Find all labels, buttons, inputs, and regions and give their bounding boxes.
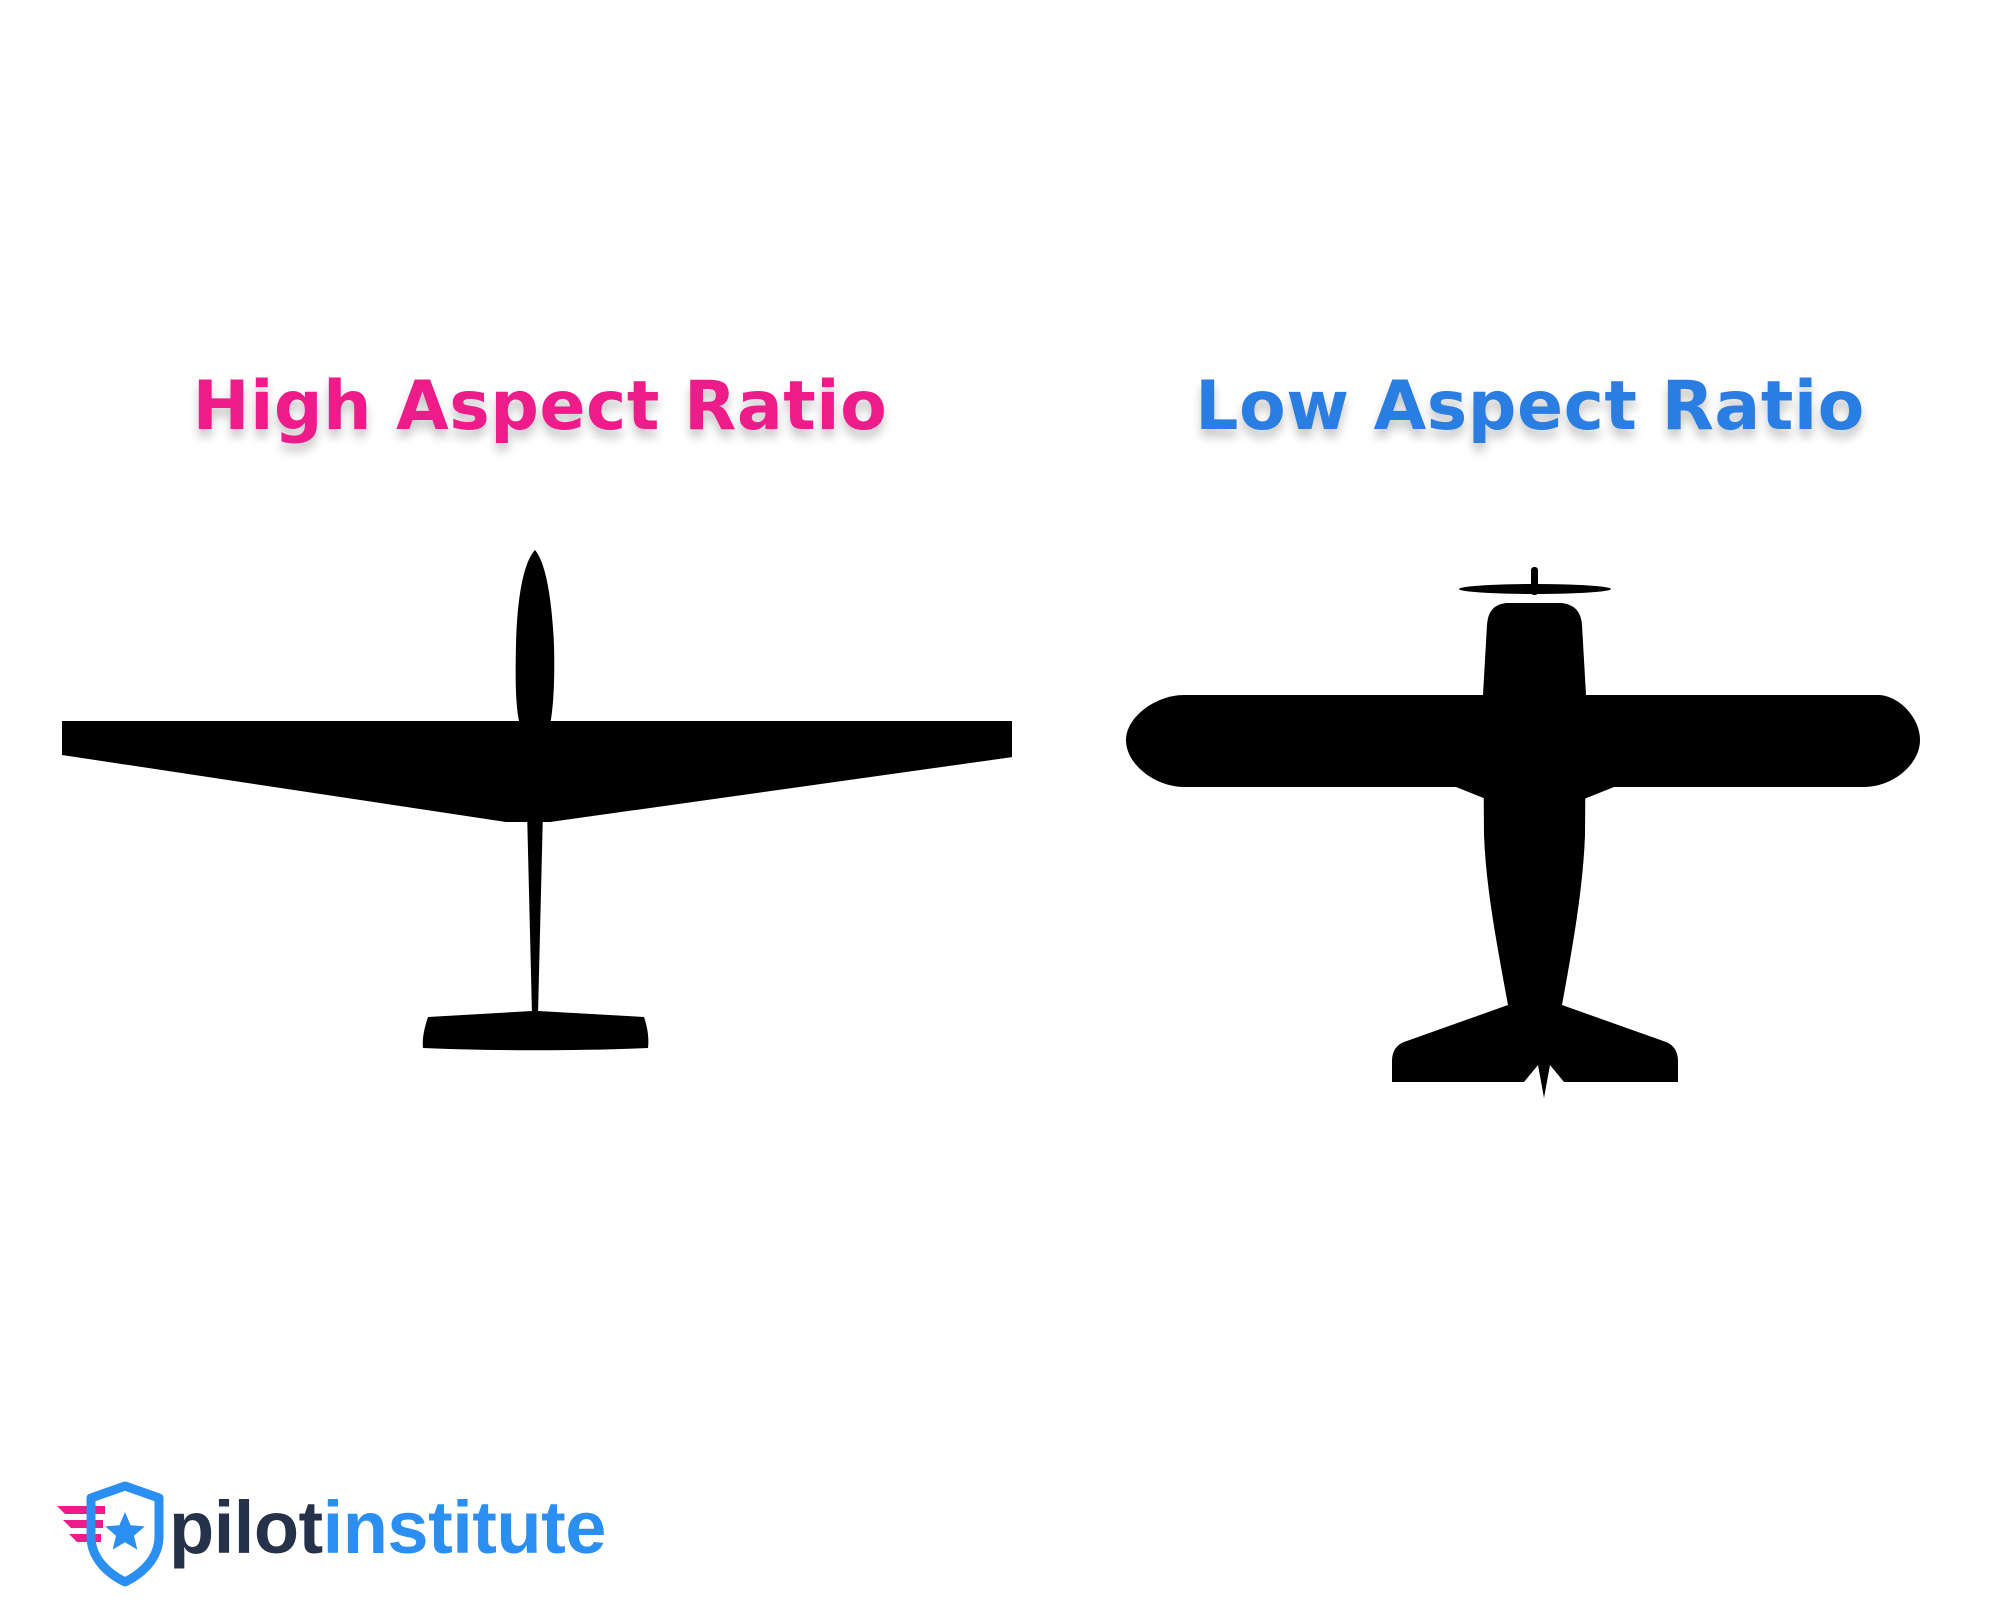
pilot-institute-logo: pilotinstitute <box>55 1478 655 1588</box>
high-aspect-ratio-heading: High Aspect Ratio <box>192 367 888 446</box>
winged-shield-star-icon <box>57 1481 164 1587</box>
monoplane-silhouette-icon <box>1126 567 1920 1098</box>
logo-word-pilot: pilot <box>169 1486 323 1569</box>
logo-word-institute: institute <box>322 1486 607 1569</box>
low-aspect-ratio-heading: Low Aspect Ratio <box>1195 367 1865 446</box>
glider-silhouette-icon <box>62 550 1012 1051</box>
logo-wordmark: pilotinstitute <box>169 1484 606 1572</box>
